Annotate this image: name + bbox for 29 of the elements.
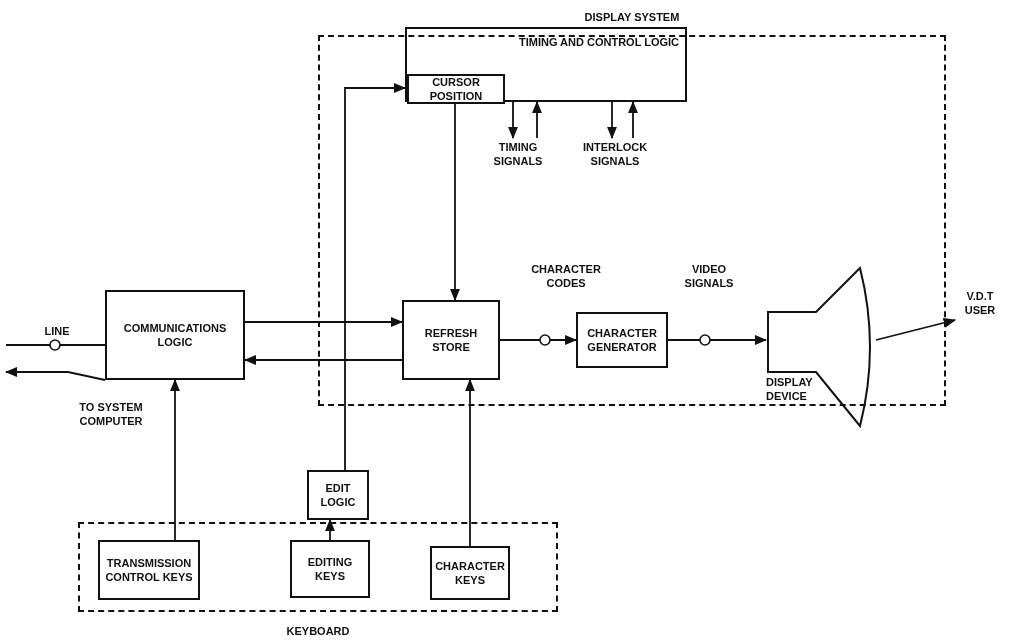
arrow (4, 366, 106, 381)
process-box: TRANSMISSION CONTROL KEYS (98, 540, 200, 600)
arrow (344, 82, 407, 471)
logic-box (405, 27, 687, 102)
arrow (531, 100, 543, 139)
connector-line (5, 344, 106, 346)
group-title: TIMING AND CONTROL LOGIC (517, 35, 681, 49)
process-box: CHARACTER KEYS (430, 546, 510, 600)
arrow (627, 100, 639, 139)
group-title: DISPLAY SYSTEM (583, 10, 681, 24)
process-box: CURSOR POSITION (407, 74, 505, 104)
arrow (464, 378, 476, 547)
process-box: REFRESH STORE (402, 300, 500, 380)
process-box: EDIT LOGIC (307, 470, 369, 520)
node-label: V.D.T USER (955, 286, 1005, 320)
process-box: CHARACTER GENERATOR (576, 312, 668, 368)
process-box: COMMUNICATIONS LOGIC (105, 290, 245, 380)
arrow (499, 334, 578, 346)
arrow (324, 518, 336, 541)
arrow (606, 101, 618, 140)
arrow (507, 101, 519, 140)
node-label: INTERLOCK SIGNALS (575, 138, 655, 170)
group-title: KEYBOARD (285, 624, 351, 638)
arrow (875, 317, 957, 341)
node-label: TIMING SIGNALS (488, 138, 548, 170)
arrow (667, 334, 768, 346)
arrow (169, 378, 181, 541)
process-box: EDITING KEYS (290, 540, 370, 598)
arrow (244, 316, 404, 328)
